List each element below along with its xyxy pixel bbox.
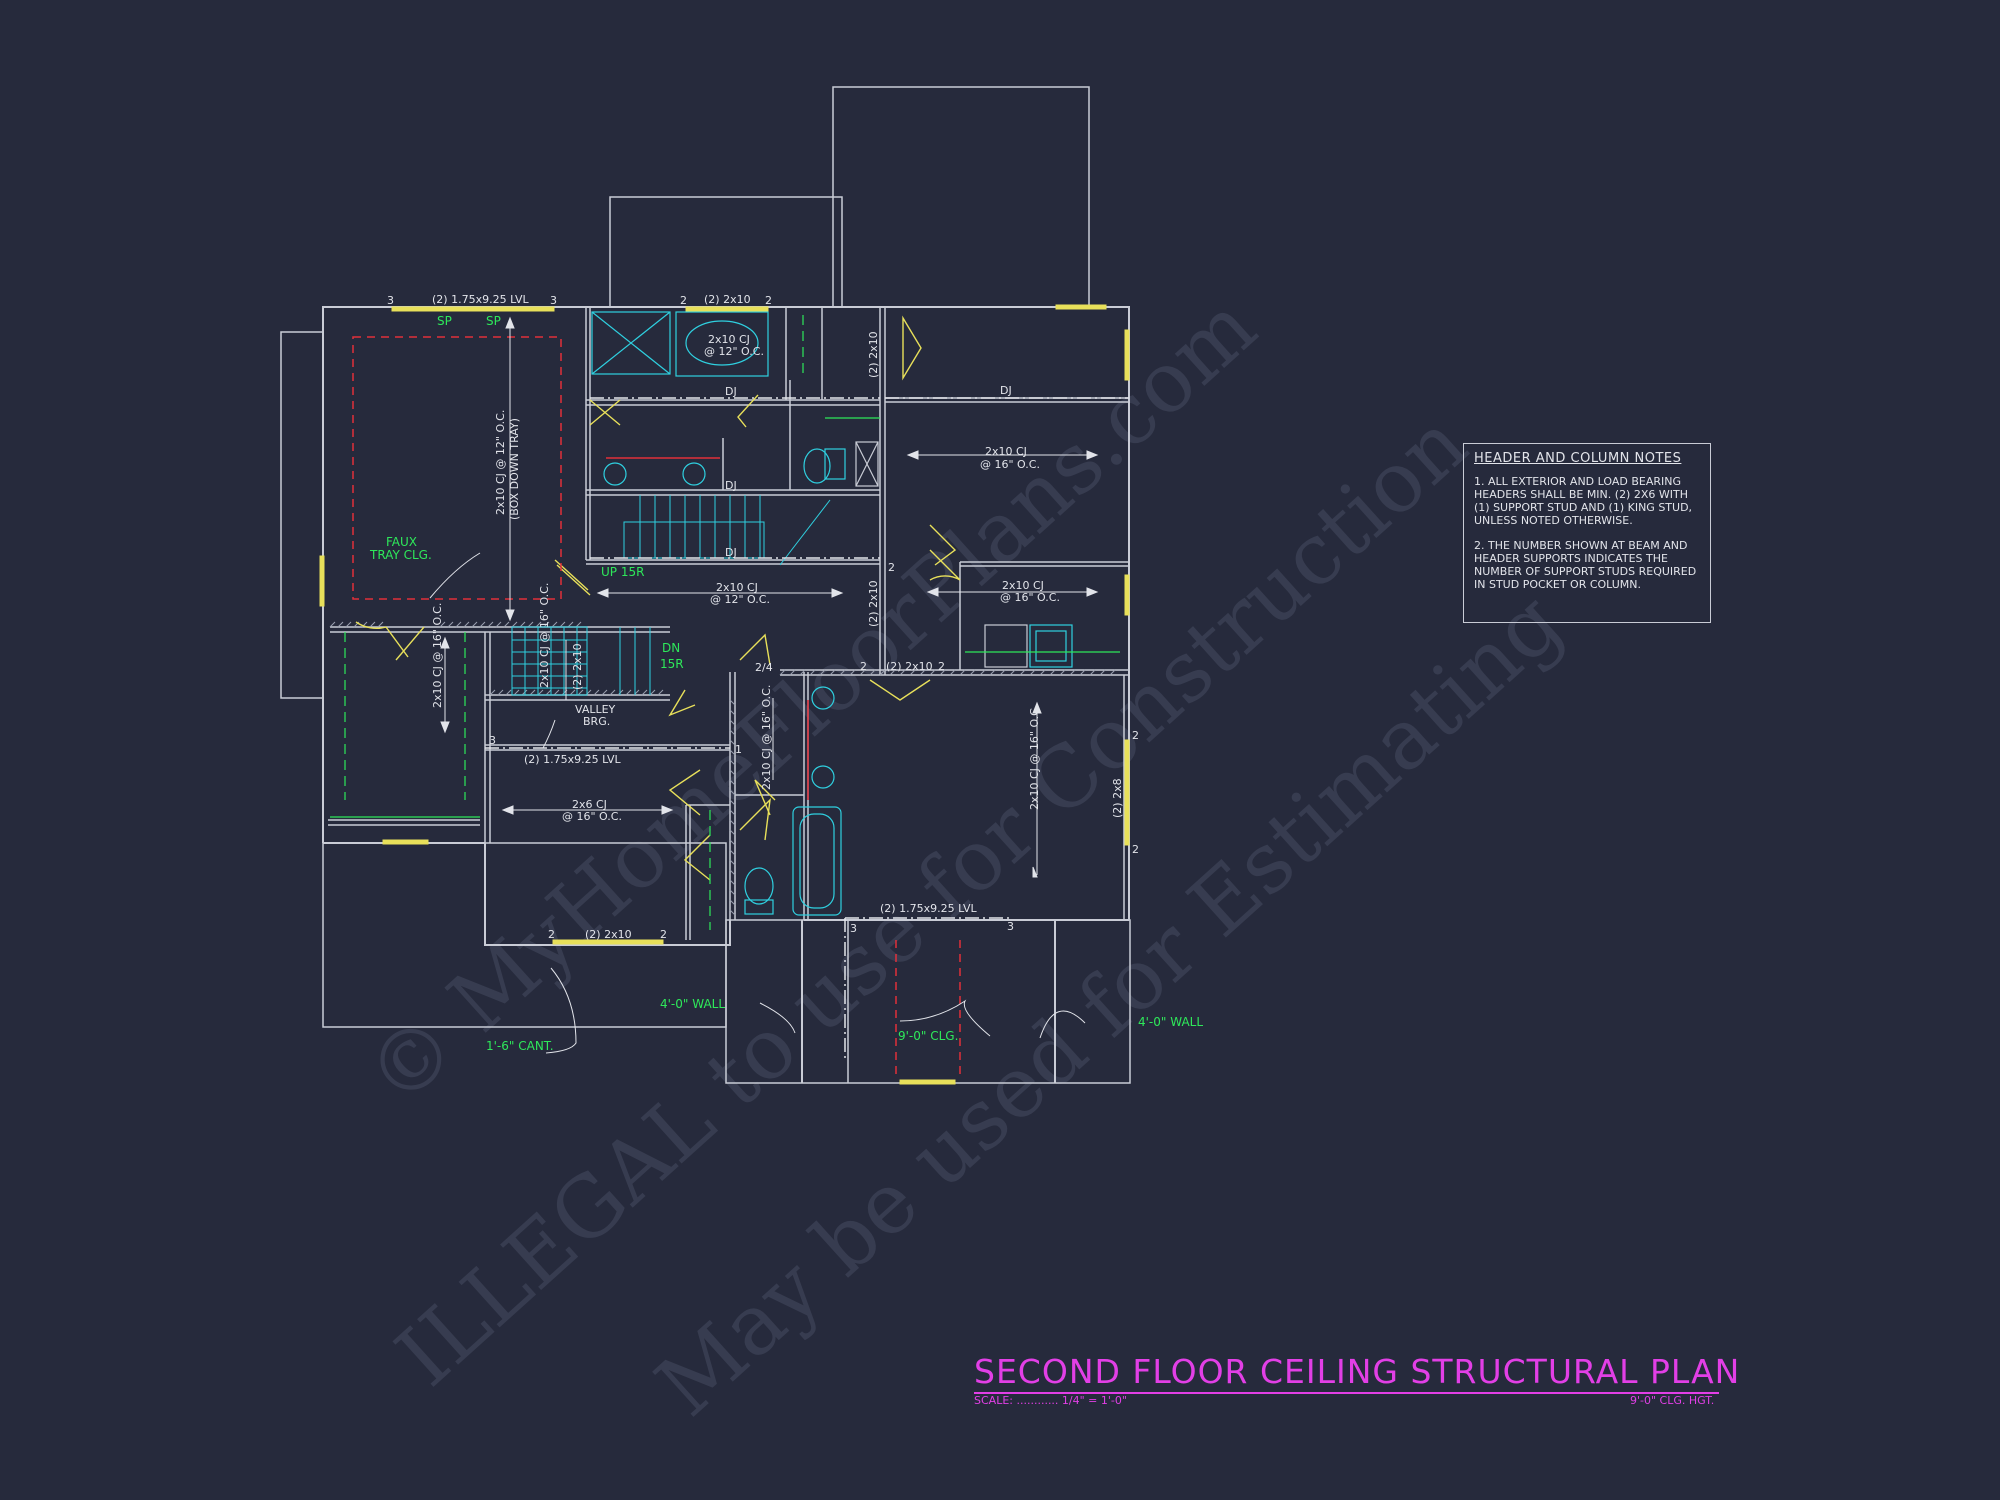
support-lines-green [330, 315, 1120, 930]
lvl-bottom-label: (2) 1.75x9.25 LVL [880, 902, 978, 915]
cj-2x6-label: 2x6 CJ [572, 798, 607, 811]
cj-master-label: 2x10 CJ @ 12" O.C. [494, 410, 507, 515]
cj-spacing: @ 12" O.C. [704, 345, 764, 358]
header-column-notes: HEADER AND COLUMN NOTES 1. ALL EXTERIOR … [1463, 443, 1711, 623]
support-count: 3 [489, 734, 496, 747]
header-label: (2) 2x10 [886, 660, 933, 673]
support-count: 2 [765, 294, 772, 307]
support-count: 2 [680, 294, 687, 307]
support-count: 2 [938, 660, 945, 673]
bathtub-icon [792, 806, 842, 916]
valley-label: BRG. [583, 715, 610, 728]
support-count: 2 [660, 928, 667, 941]
sp-label: SP [437, 314, 452, 328]
drawing-title: SECOND FLOOR CEILING STRUCTURAL PLAN [974, 1352, 1741, 1391]
stair-cj-label: 2x10 CJ @ 16" O.C. [538, 583, 551, 688]
sink-icon [682, 462, 706, 486]
ceiling-lines-red [352, 336, 961, 1080]
title-underline [974, 1392, 1719, 1394]
support-count: 2 [548, 928, 555, 941]
dryer-icon [984, 624, 1028, 668]
support-count: 3 [1007, 920, 1014, 933]
bathtub-icon [685, 320, 759, 366]
support-count: 3 [850, 922, 857, 935]
sink-icon [811, 686, 835, 710]
washer-icon [1029, 624, 1073, 668]
stair-dn-label: DN [662, 641, 680, 655]
toilet-icon [744, 867, 774, 905]
sink-icon [603, 462, 627, 486]
lvl-mid-label: (2) 1.75x9.25 LVL [524, 753, 622, 766]
header-2x8-label: (2) 2x8 [1111, 778, 1124, 818]
staircase-upper [623, 495, 831, 566]
hatched-walls [329, 621, 1116, 916]
cj-laundry-spacing: @ 16" O.C. [1000, 591, 1060, 604]
plan-labels: (2) 1.75x9.25 LVL 3 3 SP SP (2) 2x10 2 2… [369, 293, 1203, 1053]
ceiling-9-label: 9'-0" CLG. [898, 1029, 958, 1043]
bath-fixtures [591, 311, 1073, 916]
bath2-cj-label: 2x10 CJ @ 16" O.C. [760, 685, 773, 790]
header-label: (2) 2x10 [867, 580, 880, 627]
cj-hall-spacing: @ 12" O.C. [710, 593, 770, 606]
watermark: © MyHomeFloorPlans.com ILLEGAL to use fo… [348, 277, 1580, 1435]
cj-bed-label: 2x10 CJ [985, 445, 1027, 458]
staircase-lower [511, 626, 651, 696]
lvl-top-label: (2) 1.75x9.25 LVL [432, 293, 530, 306]
wall-right-label: 4'-0" WALL [1138, 1015, 1203, 1029]
stair-header-label: (2) 2x10 [571, 643, 584, 690]
toilet-icon [803, 448, 831, 484]
headers-and-windows [319, 304, 1130, 1085]
dj-label: DJ [725, 546, 737, 559]
beam-lines [485, 397, 1129, 1060]
cant-label: 1'-6" CANT. [486, 1039, 554, 1053]
header-label: (2) 2x10 [704, 293, 751, 306]
cj-master-sub: (BOX DOWN TRAY) [508, 418, 521, 520]
scale-label: SCALE: ............ 1/4" = 1'-0" [974, 1394, 1127, 1407]
cj-label: 2x10 CJ [708, 333, 750, 346]
wall-left-label: 4'-0" WALL [660, 997, 725, 1011]
notes-heading: HEADER AND COLUMN NOTES [1474, 451, 1682, 466]
support-count: 2 [1132, 843, 1139, 856]
sp-label: SP [486, 314, 501, 328]
support-count: 2 [888, 561, 895, 574]
ratio-label: 2/4 [755, 661, 773, 674]
dj-label: DJ [1000, 384, 1012, 397]
header-label: (2) 2x10 [867, 331, 880, 378]
cj-laundry-label: 2x10 CJ [1002, 579, 1044, 592]
cj-bed-spacing: @ 16" O.C. [980, 458, 1040, 471]
stair-dn-count: 15R [660, 657, 684, 671]
support-count: 3 [550, 294, 557, 307]
joist-arrows [440, 316, 1099, 878]
support-count: 2 [860, 660, 867, 673]
faux-tray-label: FAUX [386, 535, 417, 549]
stair-up-label: UP 15R [601, 565, 644, 579]
header-label: (2) 2x10 [585, 928, 632, 941]
sink-icon [811, 765, 835, 789]
cj-2x6-spacing: @ 16" O.C. [562, 810, 622, 823]
dj-label: DJ [725, 385, 737, 398]
door-swings [355, 315, 961, 881]
note-1: 1. ALL EXTERIOR AND LOAD BEARING HEADERS… [1474, 475, 1693, 527]
ceiling-height-label: 9'-0" CLG. HGT. [1630, 1394, 1715, 1407]
cj-hall-label: 2x10 CJ [716, 581, 758, 594]
dj-label: DJ [725, 479, 737, 492]
note-2: 2. THE NUMBER SHOWN AT BEAM AND HEADER S… [1474, 539, 1697, 591]
support-count: 2 [1132, 729, 1139, 742]
support-count: 3 [387, 294, 394, 307]
faux-tray-label: TRAY CLG. [369, 548, 432, 562]
valley-label: VALLEY [575, 703, 616, 716]
cj-bed-se-label: 2x10 CJ @ 16" O.C. [1028, 705, 1041, 810]
leader-lines [429, 552, 1086, 1054]
support-count: 1 [735, 743, 742, 756]
cj-closet-label: 2x10 CJ @ 16" O.C. [431, 603, 444, 708]
